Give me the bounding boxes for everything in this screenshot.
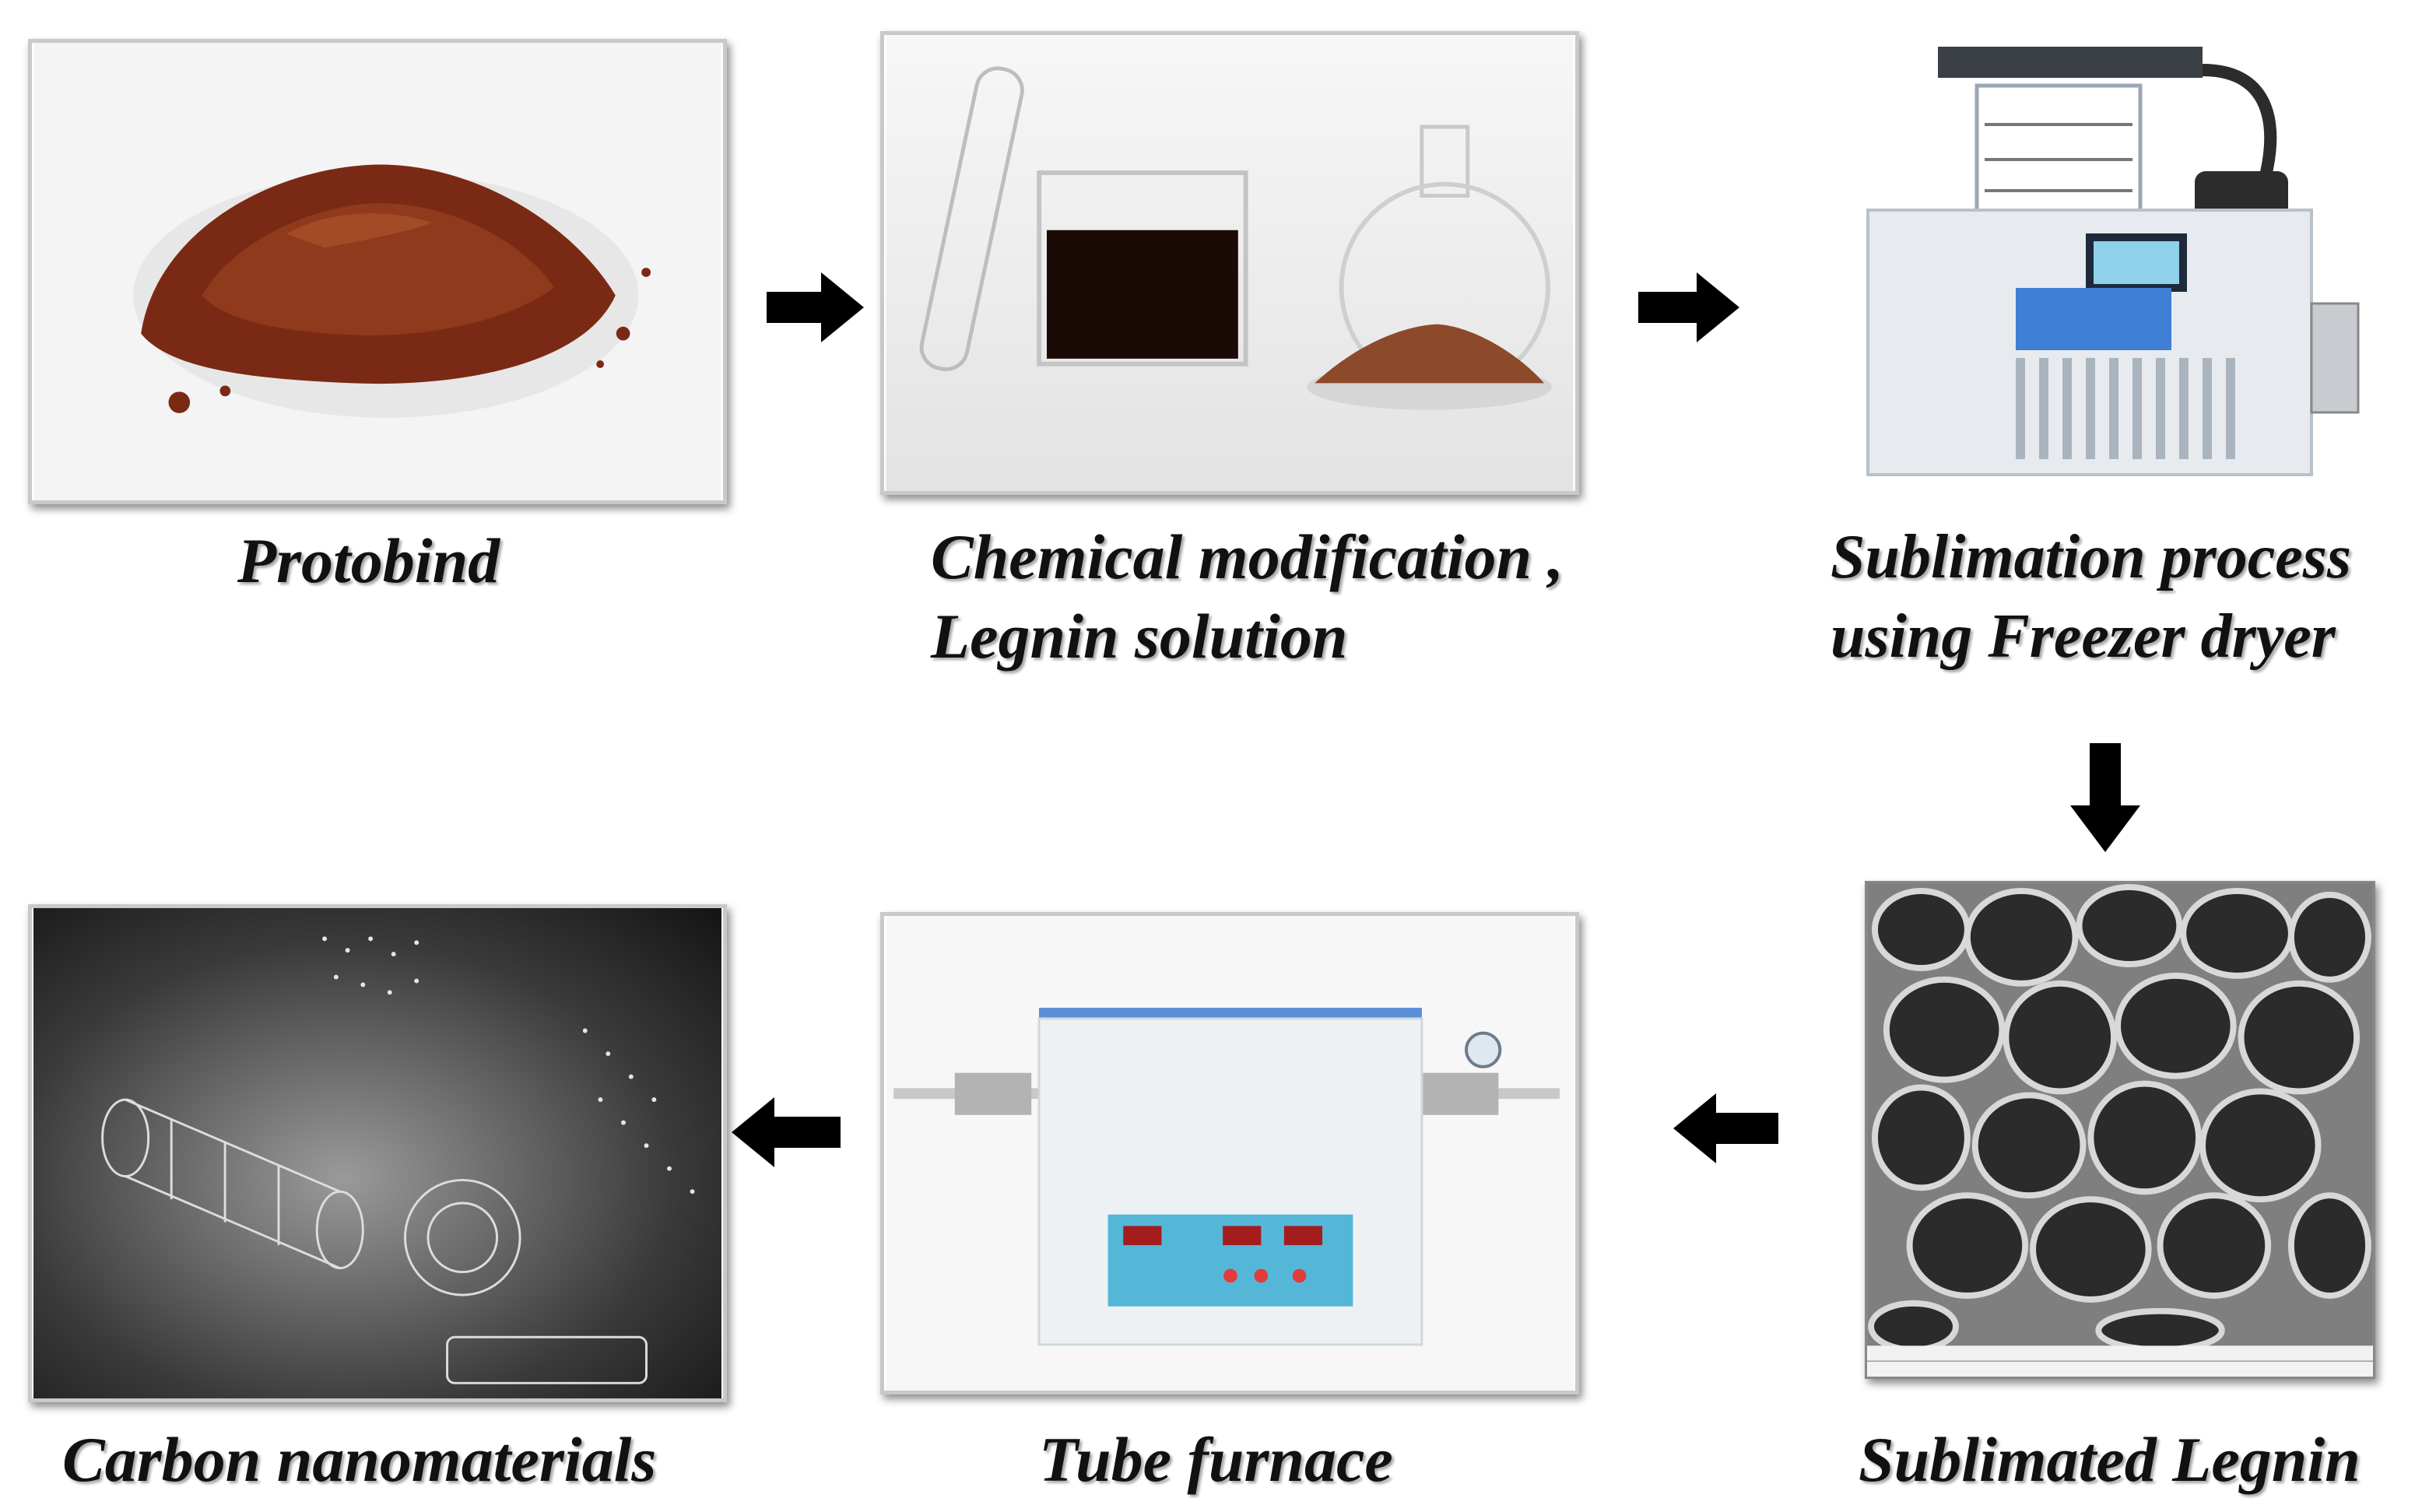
caption-sublimated-legnin: Sublimated Legnin: [1859, 1420, 2361, 1500]
protobind-image: [28, 39, 727, 504]
caption-protobind: Protobind: [237, 521, 500, 601]
caption-line: using Freezer dryer: [1831, 602, 2336, 671]
powder-pile-illustration: [33, 43, 721, 500]
caption-line: Legnin solution: [931, 601, 1348, 672]
caption-line: Sublimation process: [1831, 523, 2352, 591]
caption-sublimation: Sublimation process using Freezer dryer: [1831, 517, 2351, 676]
arrow-right-1: [767, 272, 864, 342]
caption-line: Carbon nanomaterials: [62, 1424, 657, 1495]
tube-furnace-image: [880, 912, 1579, 1394]
lab-glassware-illustration: [886, 35, 1574, 491]
sem-micrograph-illustration: [1867, 883, 2373, 1377]
caption-line: Protobind: [237, 525, 500, 596]
chemical-modification-image: [880, 31, 1579, 495]
arrow-left-icon: [1673, 1093, 1778, 1163]
tube-furnace-illustration: [886, 916, 1574, 1391]
arrow-down: [2070, 743, 2140, 852]
caption-tube-furnace: Tube furnace: [1039, 1420, 1393, 1500]
caption-line: Chemical modification ,: [931, 521, 1564, 592]
carbon-nanostructures-illustration: [33, 908, 721, 1398]
caption-carbon-nanomaterials: Carbon nanomaterials: [62, 1420, 656, 1500]
carbon-nanomaterials-image: [28, 904, 727, 1402]
arrow-down-icon: [2070, 743, 2140, 852]
arrow-right-icon: [1638, 272, 1739, 342]
arrow-left-1: [1673, 1093, 1778, 1163]
caption-line: Sublimated Legnin: [1859, 1424, 2361, 1495]
arrow-right-2: [1638, 272, 1739, 342]
sublimated-legnin-image: [1865, 881, 2375, 1379]
caption-chemical-modification: Chemical modification , Legnin solution: [931, 517, 1564, 676]
freeze-dryer-image: [1829, 23, 2374, 490]
arrow-right-icon: [767, 272, 864, 342]
arrow-left-2: [732, 1097, 841, 1167]
caption-line: Tube furnace: [1039, 1424, 1393, 1495]
arrow-left-icon: [732, 1097, 841, 1167]
freeze-dryer-illustration: [1829, 23, 2374, 490]
